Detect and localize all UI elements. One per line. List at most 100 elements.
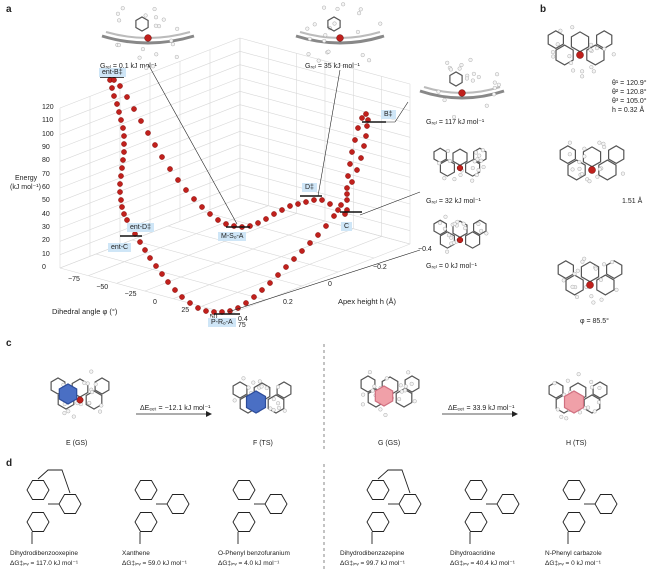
state-tag-D: D‡	[302, 183, 317, 192]
z-tick-label: 40	[42, 210, 50, 218]
z-tick-label: 110	[42, 117, 54, 125]
path-point	[358, 155, 364, 161]
compound-barrier-value: ΔG‡ᵢₙᵥ = 117.0 kJ mol⁻¹	[10, 560, 79, 567]
path-point	[203, 308, 209, 314]
panel-c-label: c	[6, 338, 12, 349]
compound-name: Xanthene	[122, 550, 150, 557]
panel-a-label: a	[6, 4, 12, 15]
path-point	[344, 197, 350, 203]
path-point	[251, 294, 257, 300]
compound-barrier-value: ΔG‡ᵢₙᵥ = 0 kJ mol⁻¹	[545, 560, 601, 567]
z-axis-unit: (kJ mol⁻¹)	[10, 184, 41, 191]
x-axis-label: Dihedral angle φ (°)	[52, 307, 118, 316]
path-point	[109, 85, 115, 91]
phi-label: φ = 85.5°	[580, 318, 609, 325]
state-H-label: H (TS)	[566, 440, 587, 447]
x-tick-label: 50	[210, 314, 218, 322]
path-point	[267, 280, 273, 286]
state-tag-PRA: P-Rₒ-A	[208, 318, 236, 327]
path-point	[116, 109, 122, 115]
path-point	[259, 287, 265, 293]
compound-name: Dihydroacridine	[450, 550, 496, 557]
z-tick-label: 70	[42, 170, 50, 178]
path-point	[287, 203, 293, 209]
z-axis-label: Energy	[15, 175, 38, 182]
path-point	[349, 179, 355, 185]
path-point	[291, 256, 297, 262]
path-point	[331, 213, 337, 219]
y-tick-label: −0.4	[418, 246, 432, 253]
path-point	[117, 181, 123, 187]
path-point	[295, 201, 301, 207]
path-point	[138, 118, 144, 124]
path-point	[121, 149, 127, 155]
x-tick-label: −25	[124, 291, 137, 299]
path-point	[124, 94, 130, 100]
path-point	[179, 294, 185, 300]
y-tick-label: 0.4	[238, 316, 248, 323]
path-point	[315, 232, 321, 238]
path-point	[137, 239, 143, 245]
energy-label-right-1: Gᵣₑₗ = 117 kJ mol⁻¹	[426, 119, 485, 126]
path-point	[159, 271, 165, 277]
skeletal-structure	[562, 480, 618, 544]
path-point	[303, 199, 309, 205]
panel-d-label: d	[6, 458, 13, 469]
path-point	[118, 173, 124, 179]
path-point	[187, 300, 193, 306]
bond-length-label: 1.51 Å	[622, 198, 643, 205]
path-point	[338, 202, 344, 208]
path-point	[255, 220, 261, 226]
molecule-renderings-a	[101, 2, 505, 313]
state-tag-ent-D: ent-D‡	[127, 223, 155, 232]
state-F-label: F (TS)	[253, 440, 273, 447]
path-point	[117, 189, 123, 195]
path-point	[344, 185, 350, 191]
energy-label-right-3: Gᵣₑₗ = 0 kJ mol⁻¹	[426, 263, 477, 270]
path-point	[111, 93, 117, 99]
x-tick-label: 0	[153, 299, 157, 306]
compound-barrier-value: ΔG‡ᵢₙᵥ = 99.7 kJ mol⁻¹	[340, 560, 405, 567]
x-tick-label: 25	[181, 306, 190, 314]
path-point	[319, 197, 325, 203]
path-point	[307, 240, 313, 246]
path-point	[120, 125, 126, 131]
path-point	[363, 133, 369, 139]
path-point	[323, 223, 329, 229]
panel-d-structures	[26, 464, 618, 572]
z-tick-label: 30	[42, 224, 50, 231]
theta1-label: θ¹ = 120.9°	[612, 80, 647, 87]
energy-label-top-left: Gᵣₑₗ = 0.1 kJ mol⁻¹	[100, 63, 157, 70]
path-point	[183, 187, 189, 193]
path-point	[119, 165, 125, 171]
z-tick-label: 0	[42, 264, 46, 271]
path-point	[352, 137, 358, 143]
y-tick-label: −0.2	[373, 263, 387, 271]
z-tick-label: 120	[42, 104, 54, 111]
left-arrow-energy: ΔEₑₑₜ = −12.1 kJ mol⁻¹	[140, 405, 211, 412]
path-point	[263, 216, 269, 222]
path-point	[145, 130, 151, 136]
state-G-label: G (GS)	[378, 440, 401, 447]
y-axis-label: Apex height h (Å)	[338, 297, 396, 306]
z-tick-label: 20	[42, 237, 50, 245]
energy-label-top-mid: Gᵣₑₗ = 35 kJ mol⁻¹	[305, 63, 360, 70]
compound-barrier-value: ΔG‡ᵢₙᵥ = 40.4 kJ mol⁻¹	[450, 560, 515, 567]
z-tick-label: 90	[42, 144, 50, 151]
apex-h-label: h = 0.32 Å	[612, 107, 645, 114]
path-point	[243, 300, 249, 306]
path-point	[142, 247, 148, 253]
path-point	[354, 167, 360, 173]
path-point	[359, 115, 365, 121]
path-point	[363, 111, 369, 117]
z-tick-label: 60	[42, 184, 50, 191]
compound-name: N-Phenyl carbazole	[545, 550, 602, 557]
path-point	[175, 177, 181, 183]
path-point	[121, 211, 127, 217]
path-point	[215, 217, 221, 223]
path-point	[299, 248, 305, 254]
path-point	[119, 204, 125, 210]
path-point	[327, 201, 333, 207]
path-point	[199, 204, 205, 210]
skeletal-structure	[366, 469, 422, 544]
